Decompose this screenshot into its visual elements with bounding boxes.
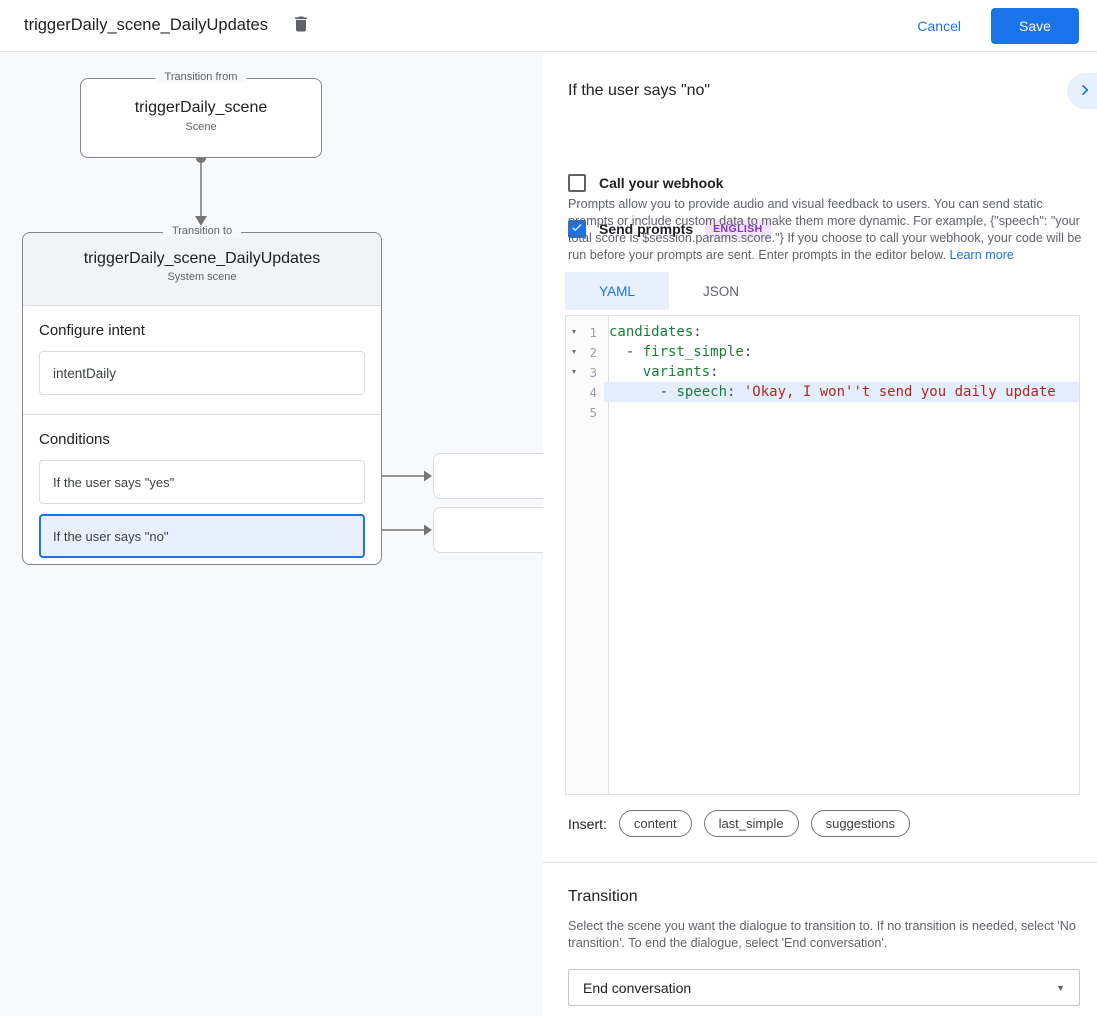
to-scene-body: Configure intent intentDaily Conditions … (23, 322, 381, 558)
transition-section-title: Transition (568, 888, 638, 905)
code-line[interactable]: 5 (566, 402, 1079, 422)
code-text: candidates: (609, 324, 702, 340)
yaml-code-editor[interactable]: ▼ 1 candidates: ▼ 2 - first_simple: ▼ 3 varian… (565, 315, 1080, 795)
chevron-right-icon (1076, 81, 1094, 102)
code-line[interactable]: ▼ 1 candidates: (566, 322, 1079, 342)
send-prompts-checkbox[interactable] (568, 220, 586, 238)
editor-gutter (566, 316, 609, 794)
page-title: triggerDaily_scene_DailyUpdates (24, 16, 268, 34)
webhook-row: Call your webhook (568, 174, 723, 192)
transition-from-box[interactable]: Transition from triggerDaily_scene Scene (80, 71, 322, 158)
tab-yaml[interactable]: YAML (565, 272, 669, 310)
transition-dropdown-value: End conversation (583, 979, 692, 996)
topbar-actions: Cancel Save (917, 7, 1079, 44)
language-badge: ENGLISH (705, 219, 771, 239)
condition-editor-panel: If the user says "no" Call your webhook … (543, 52, 1097, 1016)
scene-diagram-canvas: Transition from triggerDaily_scene Scene… (0, 52, 1097, 1016)
delete-button[interactable] (286, 11, 316, 41)
from-scene-name: triggerDaily_scene (134, 99, 268, 116)
insert-row: Insert: content last_simple suggestions (568, 810, 910, 837)
to-scene-type: System scene (167, 271, 237, 283)
main-area: Transition from triggerDaily_scene Scene… (0, 52, 1097, 1016)
code-rows: ▼ 1 candidates: ▼ 2 - first_simple: ▼ 3 varian… (566, 316, 1079, 794)
send-prompts-row: Send prompts ENGLISH (568, 219, 771, 239)
insert-chip-suggestions[interactable]: suggestions (810, 810, 910, 837)
line-number: 5 (589, 404, 597, 420)
insert-chip-last_simple[interactable]: last_simple (703, 810, 799, 837)
dropdown-caret-icon: ▼ (1056, 982, 1065, 993)
prompts-description-text: Prompts allow you to provide audio and v… (568, 197, 1082, 262)
panel-title: If the user says "no" (568, 82, 711, 99)
insert-chips: content last_simple suggestions (607, 810, 910, 837)
editor-tabs: YAML JSON (565, 272, 773, 310)
line-number: 4 (589, 384, 597, 400)
to-scene-header[interactable]: triggerDaily_scene_DailyUpdates System s… (23, 233, 381, 306)
section-divider (23, 414, 381, 415)
prompts-description: Prompts allow you to provide audio and v… (568, 196, 1083, 264)
code-text (604, 402, 1079, 422)
webhook-label: Call your webhook (599, 175, 724, 191)
conditions-list: If the user says "yes" If the user says "… (39, 460, 365, 558)
transition-from-legend: Transition from (155, 71, 247, 83)
fold-arrow-icon[interactable]: ▼ (570, 348, 578, 356)
condition-row[interactable]: If the user says "yes" (39, 460, 365, 504)
code-text: variants: (642, 364, 719, 380)
line-number: 2 (589, 344, 597, 360)
code-text: - first_simple: (609, 344, 753, 360)
line-number: 1 (589, 324, 597, 340)
insert-chip-content[interactable]: content (618, 810, 692, 837)
checkmark-icon (570, 220, 584, 239)
transition-dropdown[interactable]: End conversation ▼ (568, 969, 1080, 1006)
panel-divider (543, 862, 1097, 863)
tab-json[interactable]: JSON (702, 283, 739, 299)
learn-more-link[interactable]: Learn more (949, 248, 1014, 262)
conditions-label: Conditions (39, 431, 110, 448)
transition-to-box: Transition to triggerDaily_scene_DailyUp… (22, 225, 382, 565)
webhook-checkbox[interactable] (568, 174, 586, 192)
condition-row[interactable]: If the user says "no" (39, 514, 365, 558)
code-line[interactable]: ▼ 3 variants: (566, 362, 1079, 382)
send-prompts-label: Send prompts (599, 221, 694, 237)
code-line[interactable]: ▼ 2 - first_simple: (566, 342, 1079, 362)
intent-field[interactable]: intentDaily (39, 351, 365, 395)
collapse-panel-button[interactable] (1067, 73, 1097, 109)
to-scene-name: triggerDaily_scene_DailyUpdates (83, 250, 321, 267)
save-button[interactable]: Save (991, 7, 1079, 44)
configure-intent-label: Configure intent (39, 322, 145, 339)
fold-arrow-icon[interactable]: ▼ (570, 328, 578, 336)
cancel-button[interactable]: Cancel (917, 17, 961, 34)
code-text: - speech: 'Okay, I won''t send you daily… (604, 382, 1079, 402)
from-scene-type: Scene (185, 121, 217, 133)
line-number: 3 (589, 364, 597, 380)
trash-icon (291, 14, 311, 37)
transition-to-legend: Transition to (162, 225, 242, 237)
code-line[interactable]: 4 - speech: 'Okay, I won''t send you dai… (566, 382, 1079, 402)
insert-label: Insert: (568, 815, 607, 832)
top-bar: triggerDaily_scene_DailyUpdates Cancel S… (0, 0, 1097, 52)
transition-description: Select the scene you want the dialogue t… (568, 919, 1076, 950)
fold-arrow-icon[interactable]: ▼ (570, 368, 578, 376)
